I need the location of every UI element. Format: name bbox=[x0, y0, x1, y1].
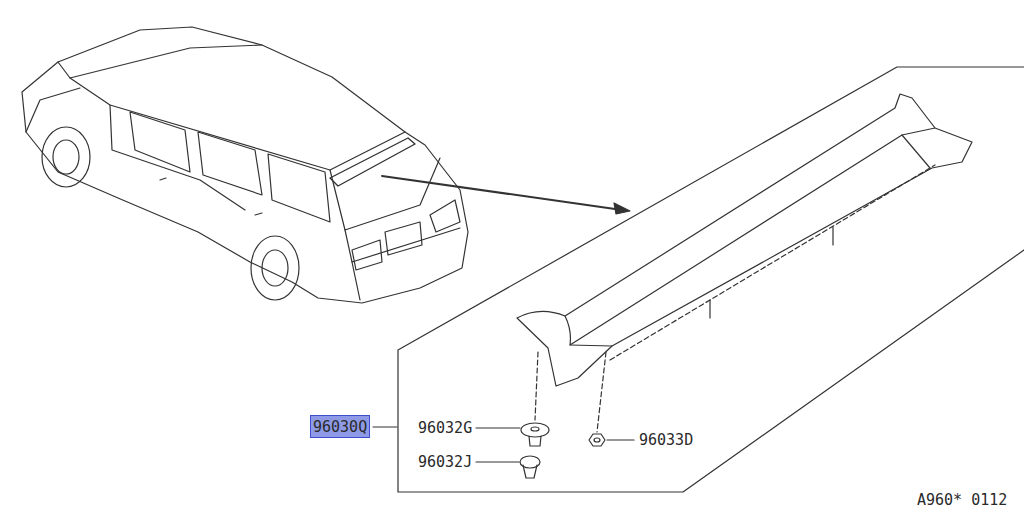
callout-number: 96033D bbox=[638, 432, 694, 448]
clip-96032J bbox=[520, 456, 540, 478]
fitting-line bbox=[597, 352, 606, 432]
leader-line bbox=[476, 427, 520, 428]
rear-spoiler bbox=[517, 94, 972, 386]
leader-line bbox=[607, 439, 634, 440]
clip-96032G bbox=[521, 423, 549, 446]
fitting-line bbox=[535, 352, 538, 420]
callout-number: 96032G bbox=[417, 420, 473, 436]
callout-number: 96032J bbox=[417, 454, 473, 470]
nut-96033D bbox=[589, 434, 605, 446]
part-number: 96030Q bbox=[313, 418, 367, 436]
detail-panel bbox=[398, 67, 1024, 492]
leader-line bbox=[476, 461, 519, 462]
arrow-head bbox=[614, 203, 630, 214]
wagon-car bbox=[22, 27, 468, 303]
pointer-arrow bbox=[382, 176, 622, 210]
highlighted-part-number: 96030Q bbox=[310, 415, 370, 438]
figure-code: A960* 0112 bbox=[916, 492, 1008, 508]
leader-line bbox=[373, 426, 397, 427]
